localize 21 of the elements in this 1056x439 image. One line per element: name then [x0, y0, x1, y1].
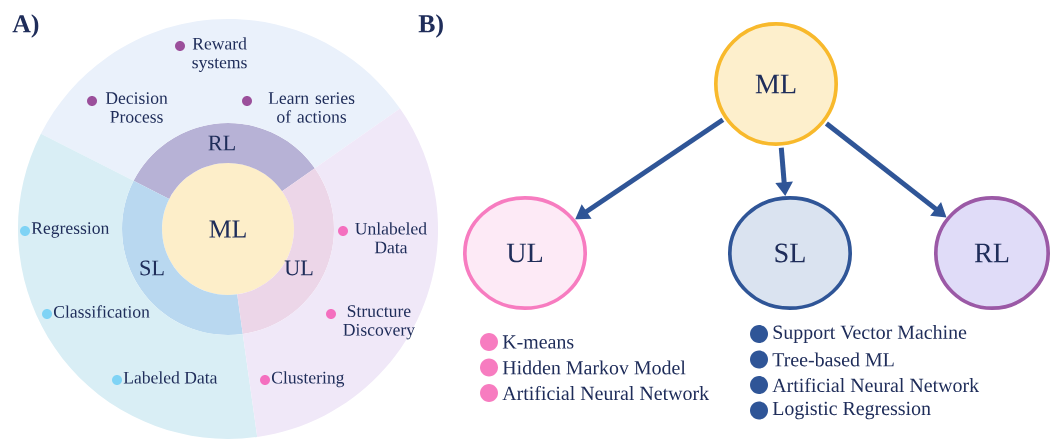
ellipse-node: SL: [728, 196, 852, 310]
list-item: Artificial Neural Network: [480, 384, 710, 402]
list-item: Support Vector Machine: [750, 324, 967, 343]
list-item: Artificial Neural Network: [750, 376, 980, 394]
panel-label: B): [418, 14, 443, 38]
bullet-item: Regression: [20, 222, 110, 238]
ellipse-node: RL: [934, 196, 1050, 310]
list-item: Tree-based ML: [750, 350, 894, 369]
bullet-item: Clustering: [260, 371, 345, 388]
list-item: K-means: [480, 333, 574, 351]
list-item: Hidden Markov Model: [480, 358, 686, 377]
bullet-item: Labeled Data: [112, 371, 218, 385]
ring-segment: RL: [133, 123, 315, 199]
bullet-item: Reward systems: [175, 37, 247, 72]
bullet-item: Decision Process: [87, 92, 168, 123]
bullet-item: Learn series of actions: [242, 92, 355, 123]
panel-label: A): [12, 14, 39, 38]
bullet-item: Unlabeled Data: [338, 222, 427, 254]
list-item: Logistic Regression: [750, 401, 931, 420]
ellipse-node: UL: [463, 196, 587, 310]
circle-node: ML: [714, 22, 838, 146]
